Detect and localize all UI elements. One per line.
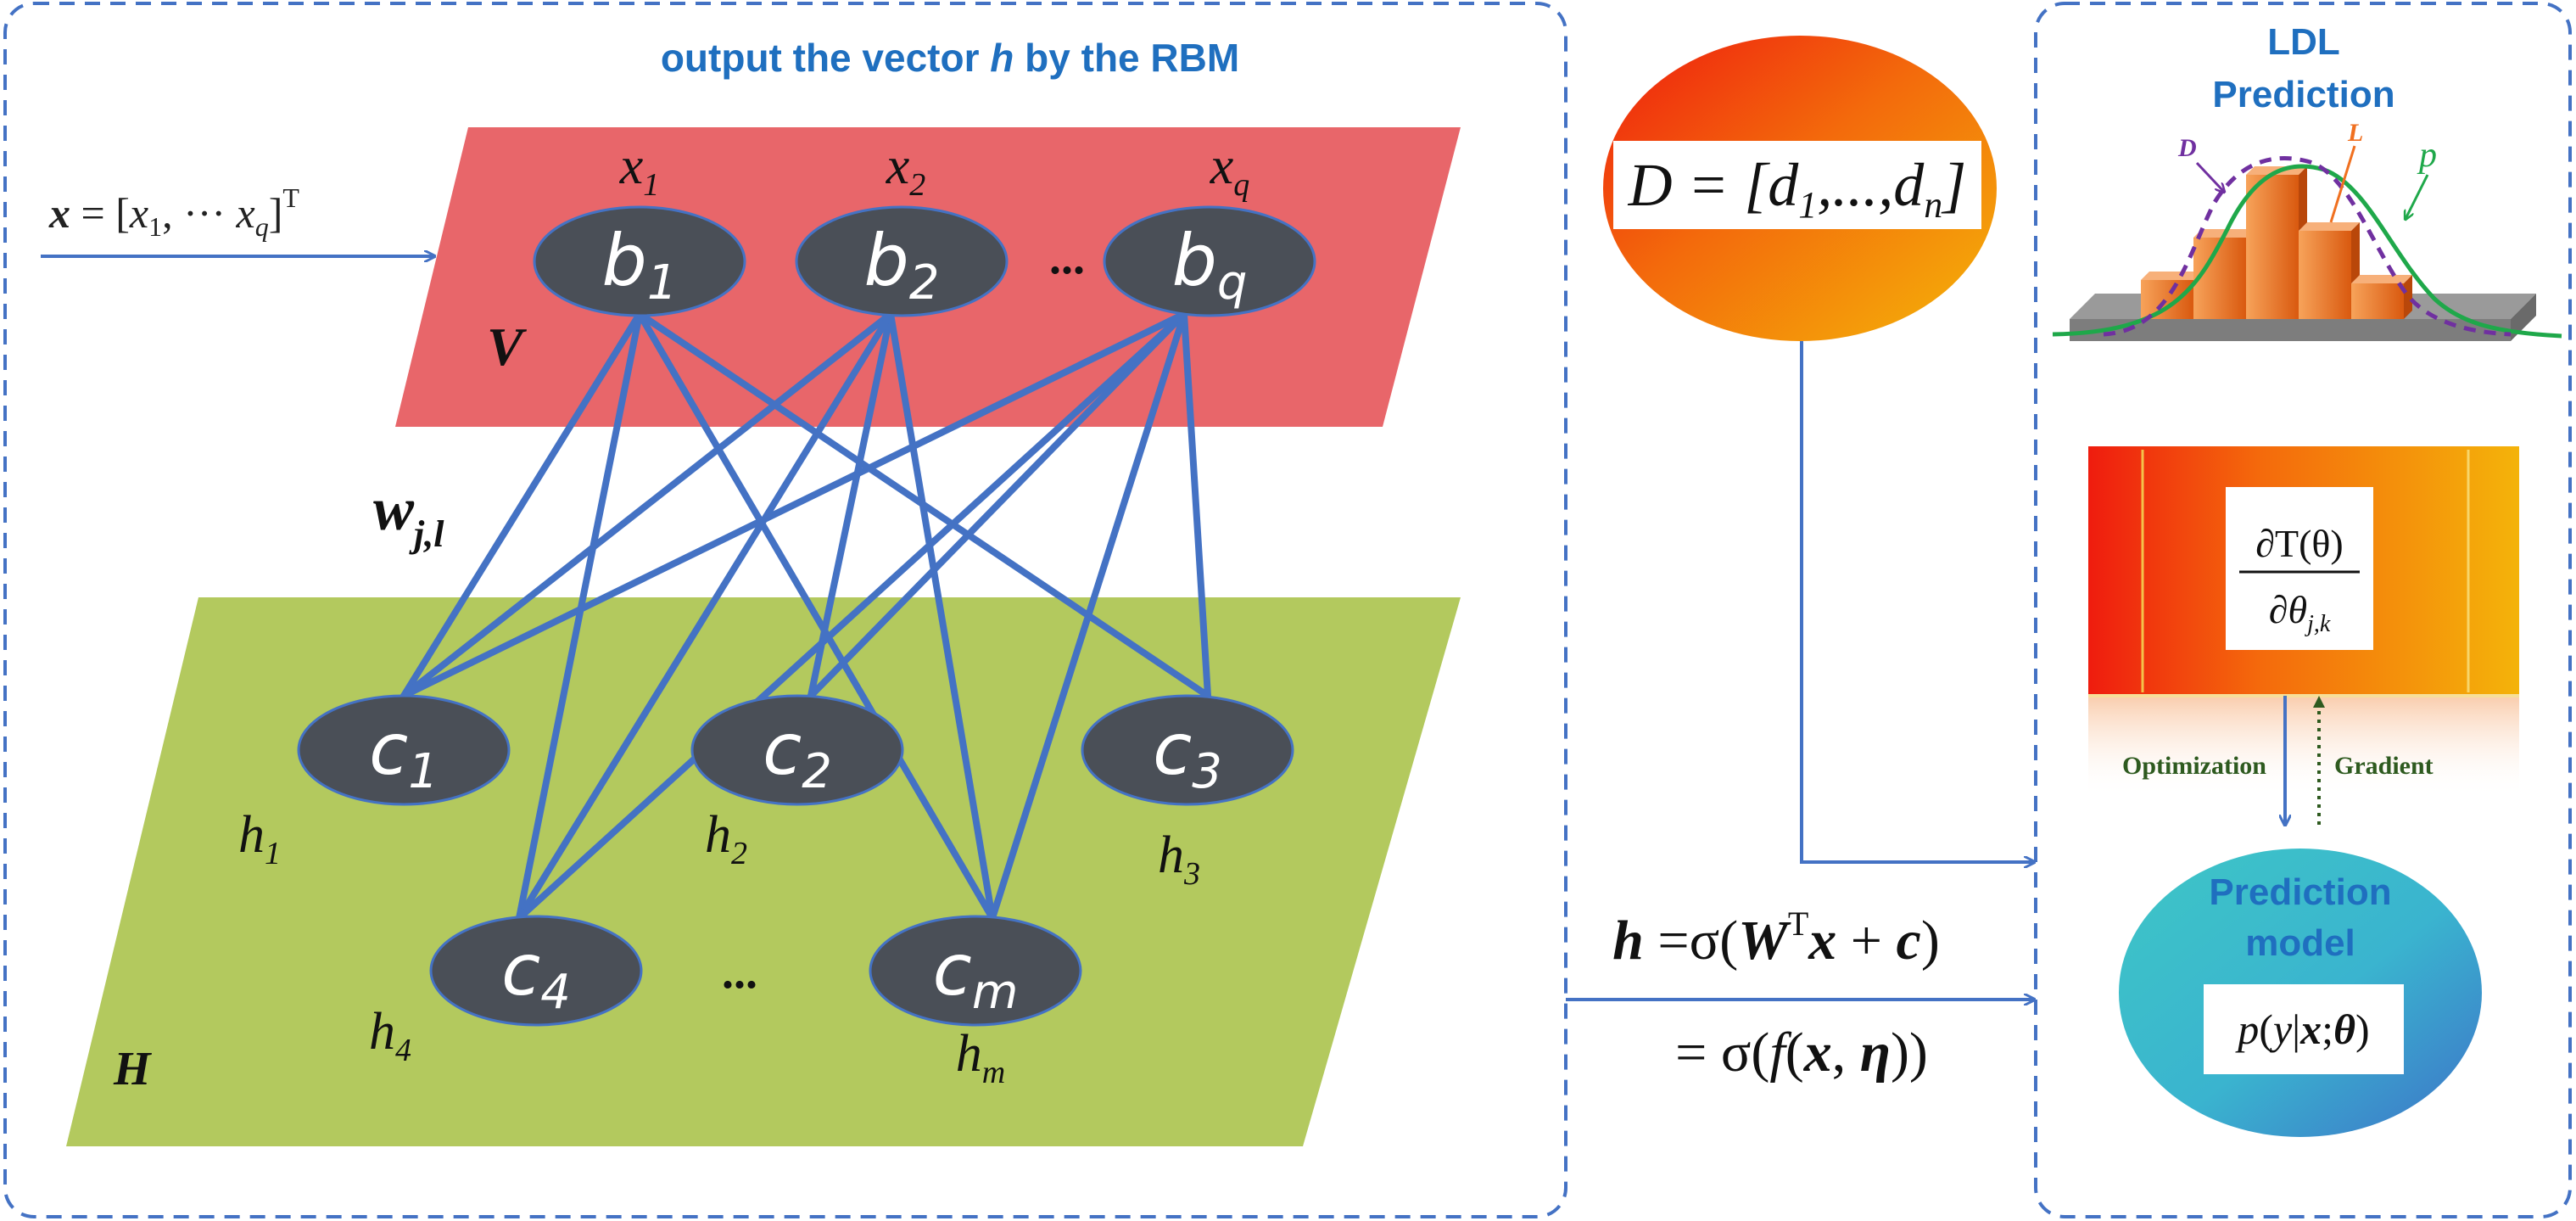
histogram-bar (2193, 238, 2246, 319)
visible-node-ellipse (533, 205, 746, 317)
visible-node-label: bq (1172, 219, 1248, 311)
rbm-title-pre: output the vector (661, 36, 990, 80)
prediction-model-title-line1: Prediction (2209, 871, 2391, 913)
rbm-connection-line (516, 311, 643, 921)
hidden-node-ellipse (429, 915, 643, 1027)
hidden-layer-plane (66, 597, 1461, 1146)
hidden-vector-equation-line2: = σ(f(x, η)) (1675, 1022, 1928, 1084)
visible-layer-label: V (487, 316, 528, 377)
true-curve-d (2103, 156, 2512, 337)
ldl-title-line2: Prediction (2212, 74, 2394, 115)
histogram-bar (2299, 231, 2351, 319)
visible-node-ellipse (1103, 205, 1316, 317)
rbm-panel-border (3, 2, 1567, 1218)
hidden-node-label: c2 (763, 708, 832, 799)
ldl-panel-border (2034, 2, 2572, 1218)
visible-ellipsis: ... (1049, 232, 1085, 284)
visible-node-q: bq xq (1103, 137, 1316, 317)
illustration-platform-front (2070, 319, 2511, 341)
visible-node-input-label: x1 (619, 137, 660, 203)
rbm-connection-line (516, 311, 1187, 921)
hidden-node-out-label: h1 (238, 806, 281, 871)
prediction-model-title-line2: model (2245, 922, 2355, 964)
label-L: L (2347, 119, 2363, 147)
rbm-connection-line (400, 311, 894, 699)
hidden-node-ellipse (1081, 694, 1294, 806)
hidden-node-label: c1 (369, 708, 439, 799)
hidden-node-out-label: h3 (1158, 826, 1200, 892)
label-distribution-equation: D = [d1,...,dn] (1628, 151, 1967, 226)
hidden-node-label: cm (933, 928, 1019, 1020)
rbm-connection-line (989, 311, 1187, 921)
gradient-box-fade (2088, 697, 2519, 798)
hidden-node-out-label: h4 (369, 1003, 411, 1068)
hidden-node-out-label: h2 (705, 806, 747, 871)
rbm-connection-line (807, 311, 894, 699)
histogram-bar (2246, 175, 2299, 319)
hidden-layer-label: H (113, 1043, 152, 1095)
gradient-label: Gradient (2334, 752, 2434, 780)
optimization-label: Optimization (2122, 752, 2266, 780)
hidden-node-4: c4 h4 (369, 915, 643, 1068)
visible-node-input-label: x2 (886, 137, 926, 203)
rbm-connection-line (400, 311, 643, 699)
hidden-vector-equation-line1: h =σ(WTx + c) (1612, 905, 1940, 972)
rbm-connection-line (636, 311, 996, 921)
visible-node-ellipse (795, 205, 1009, 317)
visible-node-label: b1 (602, 219, 678, 311)
rbm-connection-line (807, 311, 1187, 699)
ldl-illustration: D L p (2052, 119, 2562, 341)
label-distribution-box (1613, 141, 1981, 229)
label-p-arrow (2406, 174, 2429, 219)
gradient-numerator: ∂T(θ) (2255, 522, 2344, 565)
histogram-bar (2141, 280, 2193, 319)
ldl-title-line1: LDL (2267, 21, 2340, 63)
histogram-bar (2351, 283, 2404, 319)
rbm-title-var: h (990, 36, 1014, 80)
visible-node-label: b2 (864, 219, 940, 311)
label-L-arrow (2329, 145, 2356, 223)
label-D: D (2177, 134, 2197, 162)
weight-label: wj,l (373, 475, 444, 555)
input-vector-equation: x = [x1, ··· xq]T (48, 182, 299, 242)
visible-node-input-label: xq (1210, 137, 1250, 203)
rbm-connection-line (400, 311, 1187, 699)
hidden-node-ellipse (297, 694, 511, 806)
rbm-connection-line (1181, 311, 1211, 699)
rbm-panel-title: output the vector h by the RBM (661, 36, 1239, 80)
label-D-arrow (2195, 161, 2224, 192)
histogram-bars (2141, 166, 2412, 319)
hidden-node-1: c1 h1 (238, 694, 511, 871)
gradient-expression-box (2226, 487, 2373, 650)
hidden-node-out-label: hm (956, 1025, 1005, 1090)
gradient-denominator: ∂θj,k (2269, 588, 2331, 637)
rbm-connection-line (516, 311, 894, 921)
prediction-model-expression: p(y|x;θ) (2235, 1005, 2369, 1053)
prediction-model-expression-box (2204, 984, 2404, 1074)
hidden-node-ellipse (690, 694, 904, 806)
hidden-node-label: c3 (1153, 708, 1222, 799)
hidden-ellipsis: ... (722, 946, 757, 999)
illustration-platform-side (2511, 294, 2536, 341)
rbm-connection-line (887, 311, 996, 921)
rbm-title-post: by the RBM (1014, 36, 1239, 80)
hidden-node-label: c4 (501, 928, 571, 1020)
label-p: p (2417, 136, 2437, 175)
distribution-flow-arrow (1800, 341, 2034, 862)
hidden-node-ellipse (869, 915, 1082, 1027)
rbm-connections (400, 311, 1211, 921)
